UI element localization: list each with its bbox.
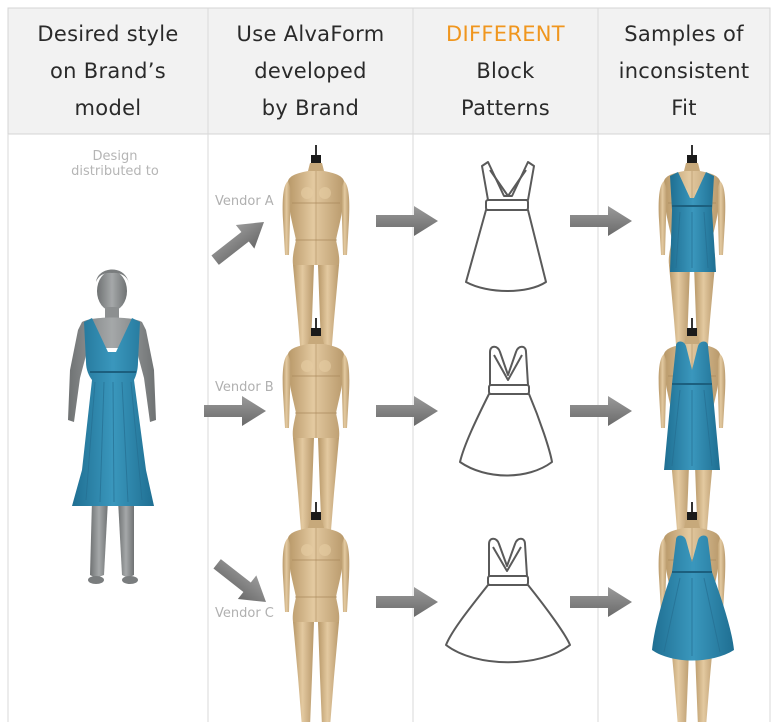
header-line: Desired style <box>37 21 179 46</box>
sample-fit-c <box>652 501 734 722</box>
sample-fit-a <box>657 144 727 371</box>
arrow-form-to-pattern-a <box>376 206 438 236</box>
header-different-patterns: DIFFERENT Block Patterns <box>413 9 598 133</box>
arrow-pattern-to-sample-a <box>570 206 632 236</box>
dress-form-c <box>281 501 351 722</box>
note-line: Design <box>92 149 138 164</box>
block-pattern-c <box>445 537 571 664</box>
header-line: Use AlvaForm <box>236 21 385 46</box>
header-line: on Brand’s <box>50 58 166 83</box>
arrow-form-to-pattern-b <box>376 396 438 426</box>
arrow-to-vendor-b <box>204 396 266 426</box>
design-distributed-note: Design distributed to <box>40 149 190 179</box>
arrow-to-vendor-c <box>207 552 276 614</box>
header-line: Fit <box>671 95 697 120</box>
block-pattern-a <box>465 161 547 292</box>
brand-model-figure <box>68 269 156 584</box>
header-line: by Brand <box>261 95 360 120</box>
arrow-pattern-to-sample-c <box>570 587 632 617</box>
header-line: Samples of <box>624 21 744 46</box>
arrow-pattern-to-sample-b <box>570 396 632 426</box>
header-use-alvaform: Use AlvaForm developed by Brand <box>208 9 413 133</box>
header-line: Block <box>476 58 535 83</box>
header-samples-inconsistent-fit: Samples of inconsistent Fit <box>598 9 770 133</box>
vendor-a-label: Vendor A <box>215 194 274 209</box>
header-desired-style: Desired style on Brand’s model <box>8 9 208 133</box>
header-line: inconsistent <box>618 58 750 83</box>
sample-fit-b <box>657 317 727 544</box>
note-line: distributed to <box>71 164 159 179</box>
header-accent-word: DIFFERENT <box>446 21 565 46</box>
header-line: developed <box>254 58 367 83</box>
header-line: Patterns <box>461 95 550 120</box>
vendor-c-label: Vendor C <box>215 606 274 621</box>
vendor-b-label: Vendor B <box>215 380 274 395</box>
header-line: model <box>74 95 142 120</box>
block-pattern-b <box>459 345 553 477</box>
arrow-to-vendor-a <box>205 210 274 272</box>
arrow-form-to-pattern-c <box>376 587 438 617</box>
